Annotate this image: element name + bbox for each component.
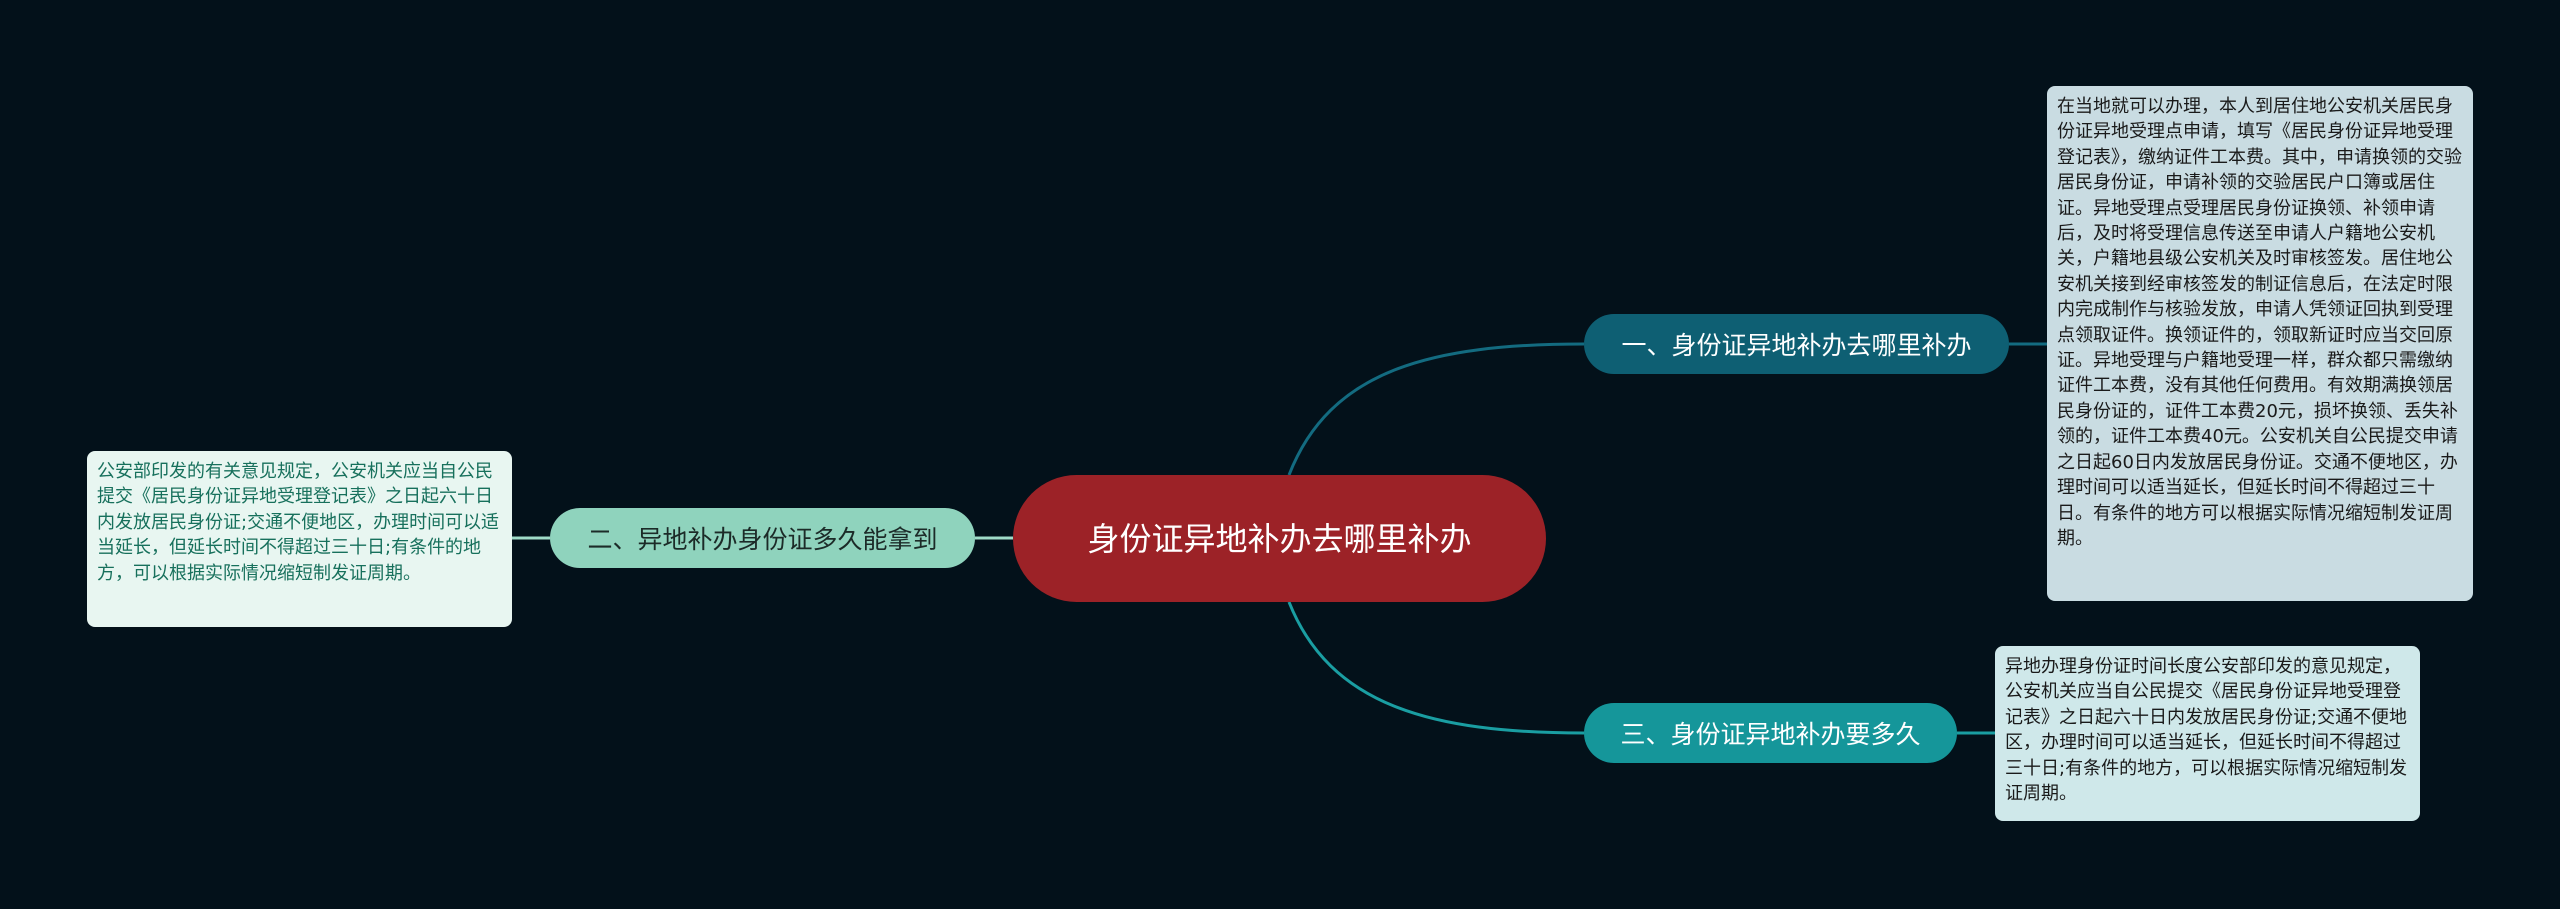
central-topic-node[interactable]: 身份证异地补办去哪里补办	[1013, 475, 1546, 602]
detail-note-how-long-to-get[interactable]: 公安部印发的有关意见规定，公安机关应当自公民提交《居民身份证异地受理登记表》之日…	[87, 451, 512, 627]
detail-note-how-long-it-takes[interactable]: 异地办理身份证时间长度公安部印发的意见规定，公安机关应当自公民提交《居民身份证异…	[1995, 646, 2420, 821]
branch-node-how-long-to-get[interactable]: 二、异地补办身份证多久能拿到	[550, 508, 975, 568]
detail-text: 异地办理身份证时间长度公安部印发的意见规定，公安机关应当自公民提交《居民身份证异…	[2005, 656, 2408, 805]
connector-center-to-branch-3	[1287, 601, 1585, 735]
branch-label: 一、身份证异地补办去哪里补办	[1621, 331, 1972, 360]
branch-node-how-long-it-takes[interactable]: 三、身份证异地补办要多久	[1584, 703, 1957, 763]
detail-note-where-to-reissue[interactable]: 在当地就可以办理，本人到居住地公安机关居民身份证异地受理点申请，填写《居民身份证…	[2047, 86, 2473, 601]
central-topic-label: 身份证异地补办去哪里补办	[1087, 519, 1472, 558]
branch-label: 三、身份证异地补办要多久	[1620, 720, 1921, 749]
detail-text: 在当地就可以办理，本人到居住地公安机关居民身份证异地受理点申请，填写《居民身份证…	[2057, 96, 2462, 549]
branch-node-where-to-reissue[interactable]: 一、身份证异地补办去哪里补办	[1584, 314, 2009, 374]
connector-center-to-branch-1	[1287, 342, 1585, 476]
branch-label: 二、异地补办身份证多久能拿到	[587, 525, 938, 554]
detail-text: 公安部印发的有关意见规定，公安机关应当自公民提交《居民身份证异地受理登记表》之日…	[97, 461, 500, 584]
